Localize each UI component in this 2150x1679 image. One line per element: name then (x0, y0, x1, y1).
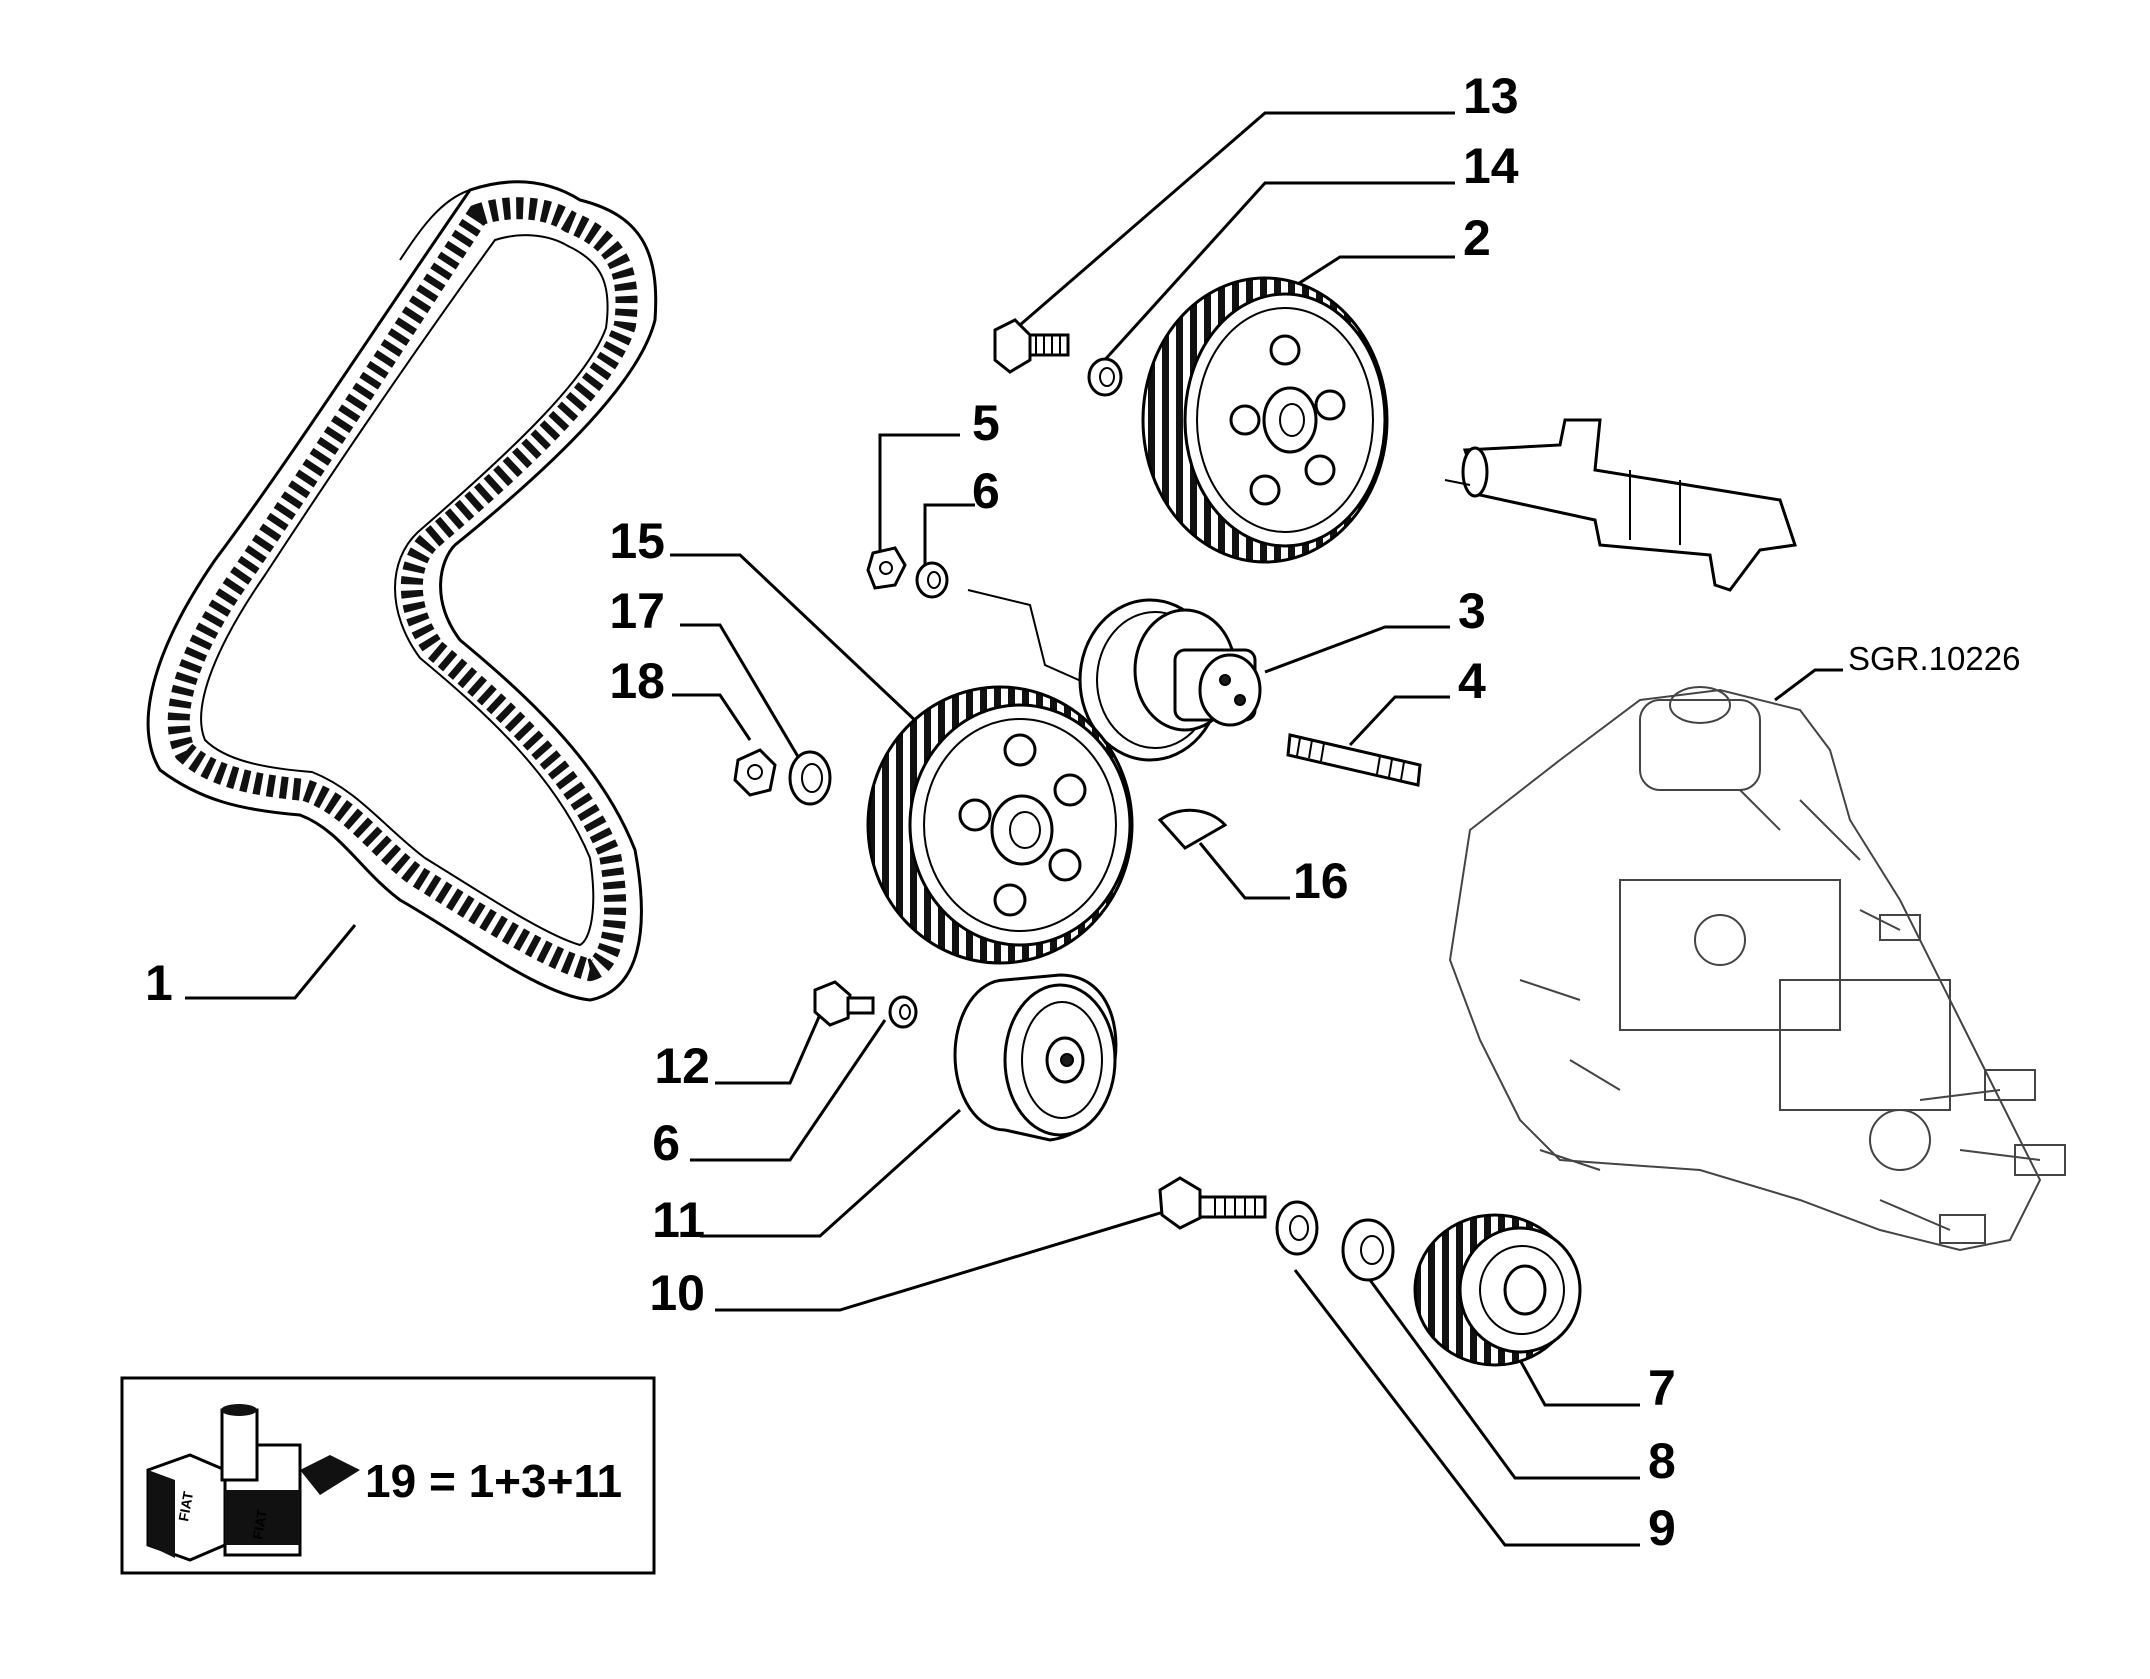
spacer-part-8 (1341, 1218, 1395, 1282)
callout-9: 9 (1648, 1500, 1676, 1556)
crankshaft-pulley-part-7 (1413, 1213, 1582, 1367)
woodruff-key-part-16 (1157, 808, 1228, 850)
callout-16: 16 (1293, 853, 1349, 909)
callout-5: 5 (972, 395, 1000, 451)
washer-part-17 (788, 750, 832, 806)
nut-part-5 (866, 546, 907, 590)
washer-part-9 (1275, 1200, 1319, 1256)
callout-17: 17 (609, 583, 665, 639)
callout-6b: 6 (652, 1115, 680, 1171)
leader-line-8 (1368, 1279, 1640, 1480)
callout-15: 15 (609, 513, 665, 569)
washer-part-6-top (915, 561, 949, 599)
callout-10: 10 (649, 1265, 705, 1321)
leader-line-15 (670, 553, 922, 727)
leader-line-ref (1774, 668, 1843, 702)
washer-part-14 (1087, 357, 1123, 397)
leader-line-14 (1100, 181, 1455, 365)
leader-line-18 (672, 693, 752, 741)
leader-line-11 (700, 1108, 962, 1238)
callout-8: 8 (1648, 1433, 1676, 1489)
leader-line-3 (1264, 625, 1450, 674)
callout-2: 2 (1463, 210, 1491, 266)
leader-line-10 (715, 1208, 1171, 1312)
tensioner-part-3 (1078, 598, 1262, 762)
leader-line-12 (715, 1009, 824, 1085)
callout-3: 3 (1458, 583, 1486, 639)
leader-line-4 (1348, 695, 1450, 747)
bolt-part-12 (813, 980, 875, 1027)
kit-icon-brand-text: FIAT (249, 1508, 270, 1541)
camshaft (1444, 418, 1797, 592)
leader-line-1 (185, 924, 357, 1000)
callout-12: 12 (654, 1038, 710, 1094)
bolt-part-13 (993, 318, 1070, 374)
callout-18: 18 (609, 653, 665, 709)
leader-lines (185, 111, 1843, 1547)
leader-line-13 (1019, 111, 1455, 327)
leader-line-7 (1518, 1359, 1640, 1407)
leader-line-5 (878, 433, 960, 550)
callout-14: 14 (1463, 138, 1519, 194)
callout-11: 11 (652, 1192, 705, 1248)
stud-part-4 (1286, 733, 1422, 787)
callout-4: 4 (1458, 653, 1486, 709)
idler-pulley-part-11 (953, 973, 1118, 1142)
kit-note-box: FIAT FIAT 19 = 1+3+11 (120, 1376, 656, 1575)
kit-note-text: 19 = 1+3+11 (365, 1455, 622, 1507)
bolt-part-10 (1158, 1176, 1267, 1230)
leader-line-16 (1198, 842, 1290, 900)
leader-line-17 (680, 623, 802, 761)
fiat-parts-kit-icon: FIAT FIAT (146, 1404, 360, 1562)
washer-part-6-lower (888, 995, 918, 1029)
callout-1: 1 (145, 955, 173, 1011)
callout-6a: 6 (972, 463, 1000, 519)
callout-7: 7 (1648, 1360, 1676, 1416)
reference-code: SGR.10226 (1848, 640, 2020, 677)
timing-belt (146, 180, 658, 1002)
camshaft-pulley-part-2 (1141, 276, 1389, 564)
nut-part-18 (733, 748, 777, 797)
kit-icon-brand-text: FIAT (175, 1490, 196, 1523)
leader-line-9 (1293, 1269, 1640, 1547)
callout-13: 13 (1463, 68, 1519, 124)
leader-line-6b (690, 1019, 887, 1162)
injection-pump (1448, 686, 2066, 1252)
callout-labels: 1 2 3 4 5 6 6 7 8 9 10 11 12 13 14 15 16… (145, 68, 2020, 1556)
leader-line-6a (923, 503, 975, 565)
pump-pulley-part-15 (866, 685, 1134, 965)
